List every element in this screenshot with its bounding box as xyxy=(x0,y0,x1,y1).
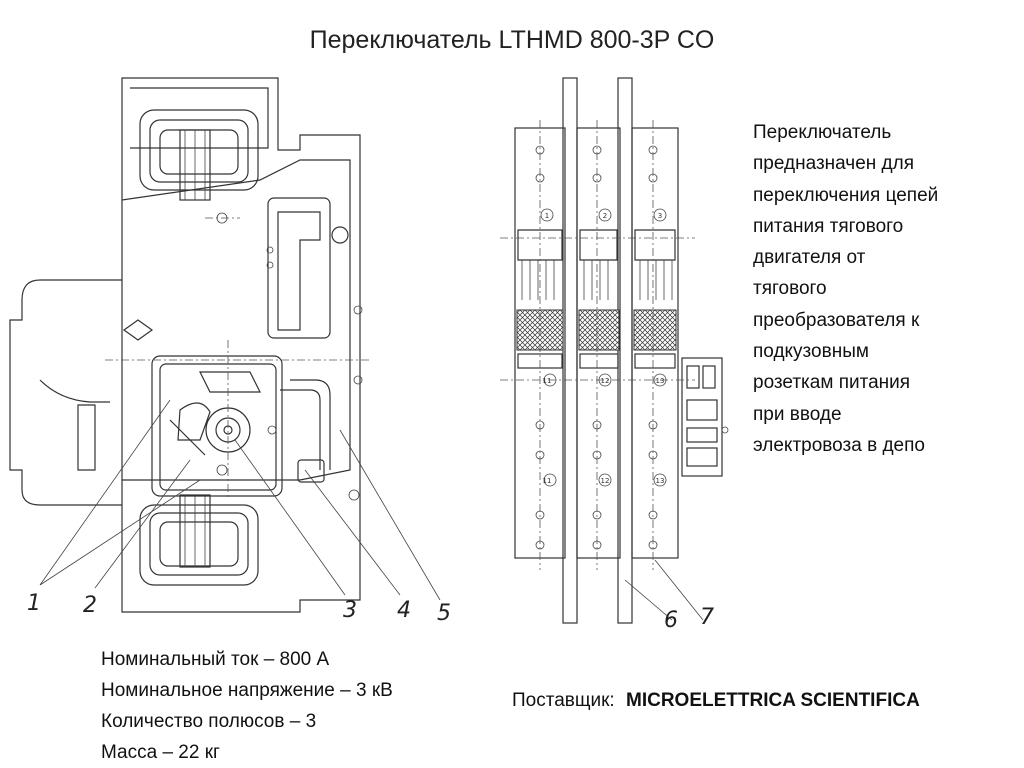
description-line: предназначен для xyxy=(753,153,914,175)
callout-2: 2 xyxy=(83,593,97,618)
callout-4: 4 xyxy=(397,598,411,623)
callout-3: 3 xyxy=(343,598,357,623)
description-line: преобразователя к xyxy=(753,309,920,331)
description-line: электровоза в депо xyxy=(753,434,925,456)
callout-7: 7 xyxy=(700,605,714,630)
description-line: Переключатель xyxy=(753,122,892,143)
spec-pole-count: Количество полюсов – 3 xyxy=(101,711,317,732)
description-text: Переключатель предназначен для переключе… xyxy=(753,117,1018,461)
spec-rated-voltage: Номинальное напряжение – 3 кВ xyxy=(101,680,393,701)
pole-2 xyxy=(576,127,621,559)
pole-number-label: 11 xyxy=(543,377,552,385)
auxiliary-contacts xyxy=(681,357,729,477)
supplier-label: Поставщик: xyxy=(512,690,615,711)
callout-1: 1 xyxy=(27,591,41,616)
pole-number-label: 13 xyxy=(656,377,665,385)
page-title: Переключатель LTHMD 800-3P CO xyxy=(309,26,715,54)
description-line: розеткам питания xyxy=(753,372,911,394)
description-line: питания тягового xyxy=(753,215,904,237)
description-line: подкузовным xyxy=(753,341,869,363)
pole-number-label: 3 xyxy=(658,212,662,220)
side-view-drawing: 1 2 3 4 5 xyxy=(9,77,451,626)
spec-mass: Масса – 22 кг xyxy=(101,742,220,763)
pole-number-label: 2 xyxy=(603,212,607,220)
pole-number-label: 1 xyxy=(545,212,549,220)
pole-3 xyxy=(631,127,679,559)
pole-number-label: 11 xyxy=(543,477,552,485)
top-coil xyxy=(139,109,259,201)
description-line: тягового xyxy=(753,278,827,300)
description-line: двигателя от xyxy=(753,247,866,269)
callout-6: 6 xyxy=(664,608,678,633)
spec-rated-current: Номинальный ток – 800 А xyxy=(101,649,330,670)
pole-number-label: 13 xyxy=(656,477,665,485)
supplier-line: Поставщик: MICROELETTRICA SCIENTIFICA xyxy=(512,690,920,712)
pole-number-label: 12 xyxy=(601,377,610,385)
description-line: при вводе xyxy=(753,403,842,425)
pole-number-label: 12 xyxy=(601,477,610,485)
callout-5: 5 xyxy=(437,601,451,626)
specifications: Номинальный ток – 800 А Номинальное напр… xyxy=(101,644,393,768)
supplier-name: MICROELETTRICA SCIENTIFICA xyxy=(626,690,920,711)
bottom-coil xyxy=(139,494,259,586)
front-view-drawing: 6 7 xyxy=(500,77,729,633)
description-line: переключения цепей xyxy=(753,184,939,206)
